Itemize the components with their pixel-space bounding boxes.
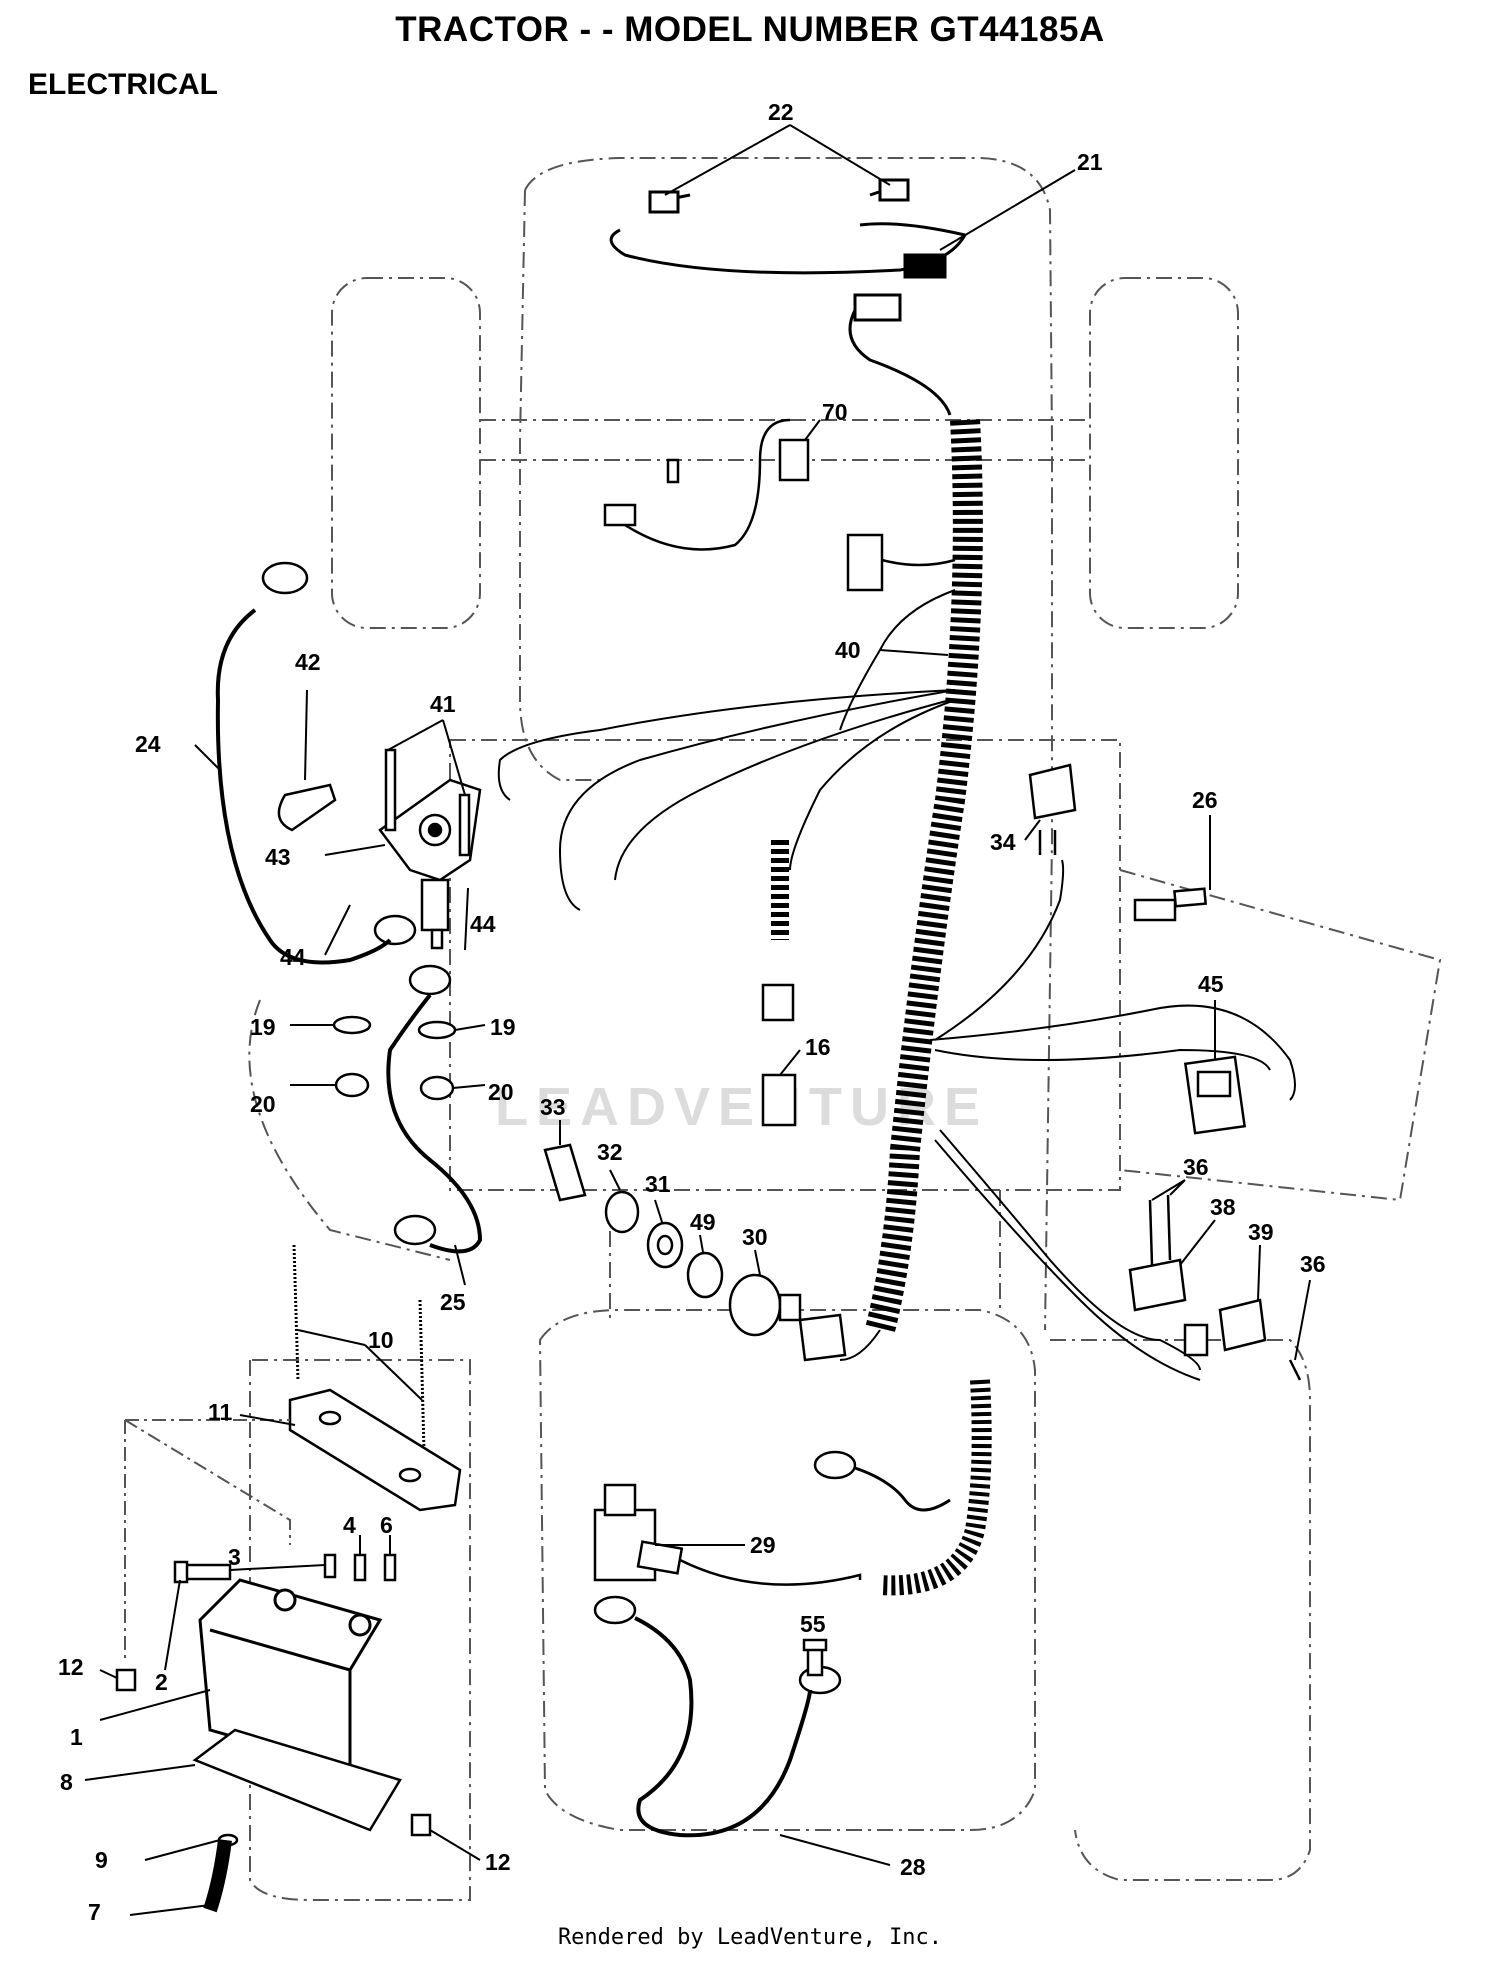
callout-45: 45 xyxy=(1198,971,1224,997)
callout-3: 3 xyxy=(228,1544,241,1570)
callout-1: 1 xyxy=(70,1724,83,1750)
callout-32: 32 xyxy=(597,1139,623,1165)
callout-22: 22 xyxy=(768,99,794,125)
callout-34: 34 xyxy=(990,829,1016,855)
callout-41: 41 xyxy=(430,691,456,717)
callout-42: 42 xyxy=(295,649,321,675)
callout-19b: 19 xyxy=(490,1014,516,1040)
part-16-connector xyxy=(761,840,797,1127)
part-34-switch xyxy=(1028,763,1077,855)
harness-connector-block xyxy=(846,533,956,592)
headlight-harness xyxy=(609,178,967,416)
leader-lines xyxy=(84,124,1311,1916)
callout-36a: 36 xyxy=(1183,1154,1209,1180)
callout-10: 10 xyxy=(368,1327,394,1353)
callout-40: 40 xyxy=(835,637,861,663)
battery-hardware xyxy=(173,1553,397,1584)
section-label: ELECTRICAL xyxy=(28,68,218,101)
part-26-connector xyxy=(1133,887,1207,922)
part-7-vent-hose xyxy=(203,1833,239,1913)
callout-70: 70 xyxy=(822,399,848,425)
ground-lug-cable xyxy=(813,1450,951,1512)
callout-44a: 44 xyxy=(280,944,306,970)
callout-20b: 20 xyxy=(488,1079,514,1105)
callout-25: 25 xyxy=(440,1289,466,1315)
callout-20a: 20 xyxy=(250,1091,276,1117)
part-1-battery xyxy=(198,1578,383,1772)
part-12-nuts xyxy=(115,1668,432,1837)
callout-43: 43 xyxy=(265,844,291,870)
callout-16: 16 xyxy=(805,1034,831,1060)
callout-28: 28 xyxy=(900,1854,926,1880)
cable-25 xyxy=(386,964,483,1254)
part-8-battery-tray xyxy=(192,1728,402,1832)
callout-11: 11 xyxy=(208,1399,233,1425)
part-70-connector xyxy=(603,418,810,551)
callout-38: 38 xyxy=(1210,1194,1236,1220)
callout-26: 26 xyxy=(1192,787,1218,813)
tractor-outline xyxy=(248,157,1442,1901)
ignition-switch-parts xyxy=(543,1143,802,1337)
hold-down-rods xyxy=(292,1244,426,1451)
callout-labels: 22 21 70 40 42 41 24 43 44 44 19 19 20 2… xyxy=(58,99,1326,1925)
callout-24: 24 xyxy=(135,731,161,757)
callout-36b: 36 xyxy=(1300,1251,1326,1277)
callout-39: 39 xyxy=(1248,1219,1274,1245)
switch-bracket-assembly xyxy=(1128,1194,1302,1381)
branch-wires xyxy=(497,589,1296,1381)
part-29-starter-solenoid xyxy=(593,1483,862,1586)
part-11-hold-down-bracket xyxy=(288,1388,462,1512)
callout-9: 9 xyxy=(95,1847,108,1873)
starter-cable-coil xyxy=(879,1379,992,1596)
callout-6: 6 xyxy=(380,1512,393,1538)
callout-29: 29 xyxy=(750,1532,776,1558)
callout-12a: 12 xyxy=(58,1654,84,1680)
page-title: TRACTOR - - MODEL NUMBER GT44185A xyxy=(395,10,1105,49)
callout-21: 21 xyxy=(1077,149,1103,175)
callout-4: 4 xyxy=(343,1512,356,1538)
ground-cable-24 xyxy=(215,561,417,965)
callout-33: 33 xyxy=(540,1094,566,1120)
footer-credit: Rendered by LeadVenture, Inc. xyxy=(557,1925,943,1950)
callout-19a: 19 xyxy=(250,1014,276,1040)
callout-31: 31 xyxy=(645,1171,671,1197)
callout-55: 55 xyxy=(800,1611,826,1637)
callout-12b: 12 xyxy=(485,1849,511,1875)
callout-7: 7 xyxy=(88,1899,101,1925)
main-harness-conduit xyxy=(865,419,983,1334)
callout-2: 2 xyxy=(155,1669,168,1695)
callout-44b: 44 xyxy=(470,911,496,937)
part-55-bolt xyxy=(802,1638,828,1677)
solenoid-assembly xyxy=(378,748,482,950)
callout-8: 8 xyxy=(60,1769,73,1795)
ignition-harness-connector xyxy=(798,1313,847,1362)
callout-49: 49 xyxy=(690,1209,716,1235)
part-42-boot xyxy=(277,783,337,832)
washers-nuts xyxy=(332,1015,457,1101)
part-45-gauge xyxy=(1183,1055,1247,1135)
callout-30: 30 xyxy=(742,1224,768,1250)
